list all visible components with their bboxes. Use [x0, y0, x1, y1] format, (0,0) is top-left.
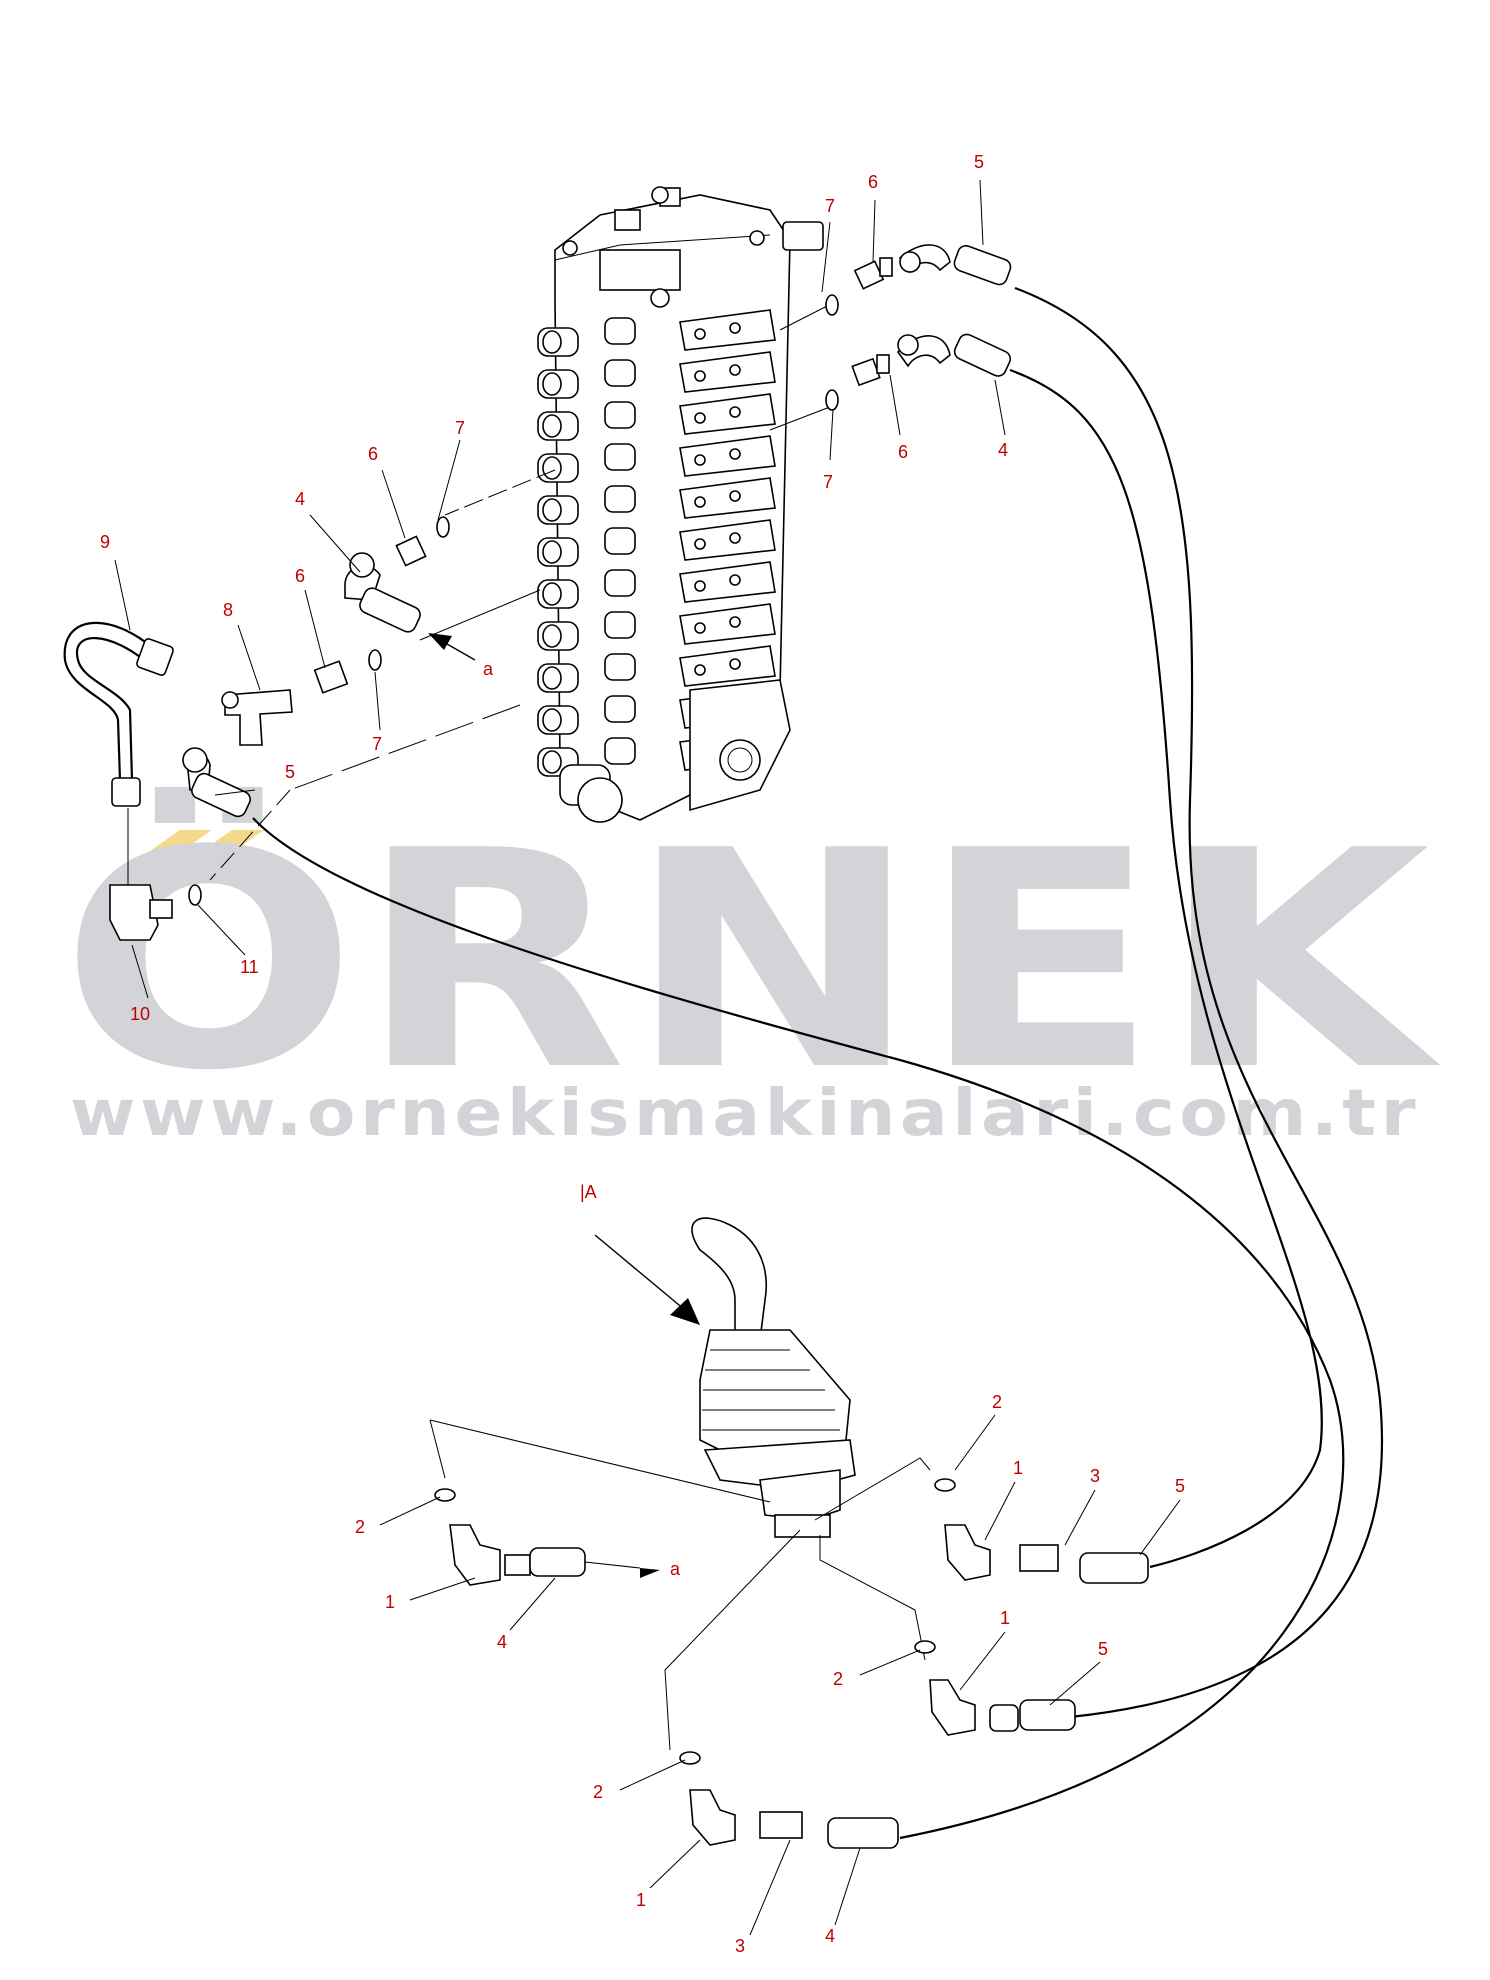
callout-label: 5	[1175, 1476, 1185, 1496]
callout-label: 4	[825, 1926, 835, 1946]
valve-spool-section	[537, 477, 776, 525]
callout-label: 4	[998, 440, 1008, 460]
callout-label: 6	[295, 566, 305, 586]
watermark: ÖRNEK www.ornekismakinalari.com.tr	[60, 784, 1443, 1151]
callout-label: 7	[372, 734, 382, 754]
hoses	[252, 286, 1384, 1840]
watermark-brand: ÖRNEK	[60, 784, 1443, 1136]
callout-label: 3	[735, 1936, 745, 1956]
valve-spool-section	[537, 561, 776, 609]
callout-label: 4	[295, 489, 305, 509]
valve-spool-section	[537, 435, 776, 483]
valve-spool-section	[537, 519, 776, 567]
callout-label: 1	[1013, 1458, 1023, 1478]
callout-label: 6	[368, 444, 378, 464]
fittings-lower	[434, 1478, 1149, 1849]
arrow-head-icon	[670, 1298, 700, 1325]
callout-label: 2	[992, 1392, 1002, 1412]
fittings-upper-right	[825, 244, 1012, 411]
callout-label: 6	[898, 442, 908, 462]
callout-label: 7	[823, 472, 833, 492]
joystick-assembly	[691, 1217, 856, 1538]
callout-label: 2	[355, 1517, 365, 1537]
arrow-head-icon	[428, 633, 452, 650]
callout-leaders	[114, 179, 1181, 1936]
callout-label: 5	[1098, 1639, 1108, 1659]
callout-label: a	[670, 1559, 681, 1579]
callout-label: 6	[868, 172, 878, 192]
fittings-upper-left	[63, 516, 450, 941]
callout-label: 5	[285, 762, 295, 782]
callout-label: 2	[833, 1669, 843, 1689]
callout-label: 5	[974, 152, 984, 172]
joystick-leaders	[429, 1419, 931, 1751]
callout-labels: 5 6 7 7 6 4 7 6 4 9 8 6 a 7 5 11 10 2 1 …	[100, 152, 1185, 1956]
callout-label: 10	[130, 1004, 150, 1024]
direction-arrows	[428, 633, 700, 1325]
watermark-accent-left	[140, 830, 212, 858]
control-valve	[537, 186, 824, 823]
callout-label: 1	[636, 1890, 646, 1910]
callout-label: 7	[455, 418, 465, 438]
valve-spool-section	[537, 393, 776, 441]
watermark-url: www.ornekismakinalari.com.tr	[70, 1077, 1420, 1151]
callout-label: 1	[385, 1592, 395, 1612]
callout-label: 9	[100, 532, 110, 552]
valve-spool-section	[537, 645, 776, 693]
valve-spool-section	[537, 351, 776, 399]
callout-label: 11	[240, 957, 259, 977]
callout-label: 4	[497, 1632, 507, 1652]
callout-label: 7	[825, 196, 835, 216]
callout-label: a	[483, 659, 494, 679]
valve-spool-section	[537, 603, 776, 651]
callout-label: 2	[593, 1782, 603, 1802]
callout-label: 1	[1000, 1608, 1010, 1628]
callout-label: 3	[1090, 1466, 1100, 1486]
watermark-accent-right	[192, 830, 264, 858]
callout-label: 8	[223, 600, 233, 620]
view-label: |A	[580, 1182, 597, 1202]
valve-spool-section	[537, 309, 776, 357]
